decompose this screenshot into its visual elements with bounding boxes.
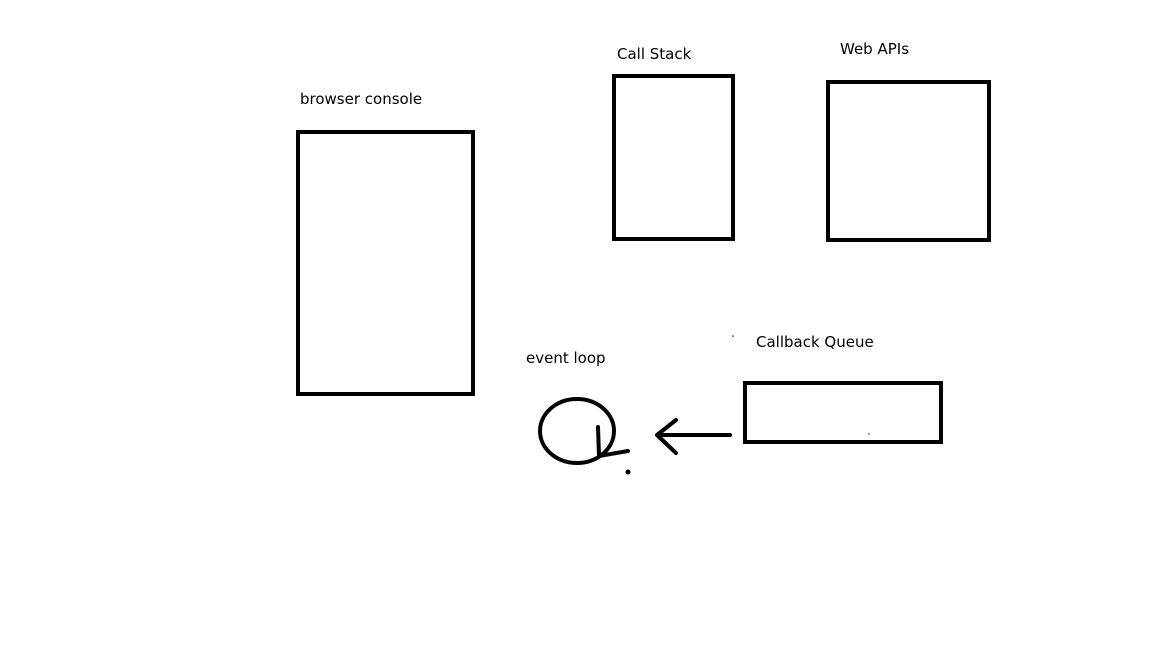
web-apis-label: Web APIs <box>840 40 910 58</box>
event-loop-label: event loop <box>526 349 606 367</box>
callback-queue-box <box>743 381 943 444</box>
browser-console-label: browser console <box>300 90 423 108</box>
arrow-queue-to-loop <box>655 418 732 455</box>
call-stack-label: Call Stack <box>617 45 692 63</box>
event-loop-tail <box>596 425 630 458</box>
stray-mark <box>732 335 734 337</box>
callback-queue-label: Callback Queue <box>756 333 874 351</box>
call-stack-box <box>612 74 735 241</box>
stray-mark <box>868 433 870 435</box>
event-loop-circle <box>538 397 616 465</box>
browser-console-box <box>296 130 475 396</box>
ink-dot <box>625 469 631 475</box>
web-apis-box <box>826 80 991 242</box>
